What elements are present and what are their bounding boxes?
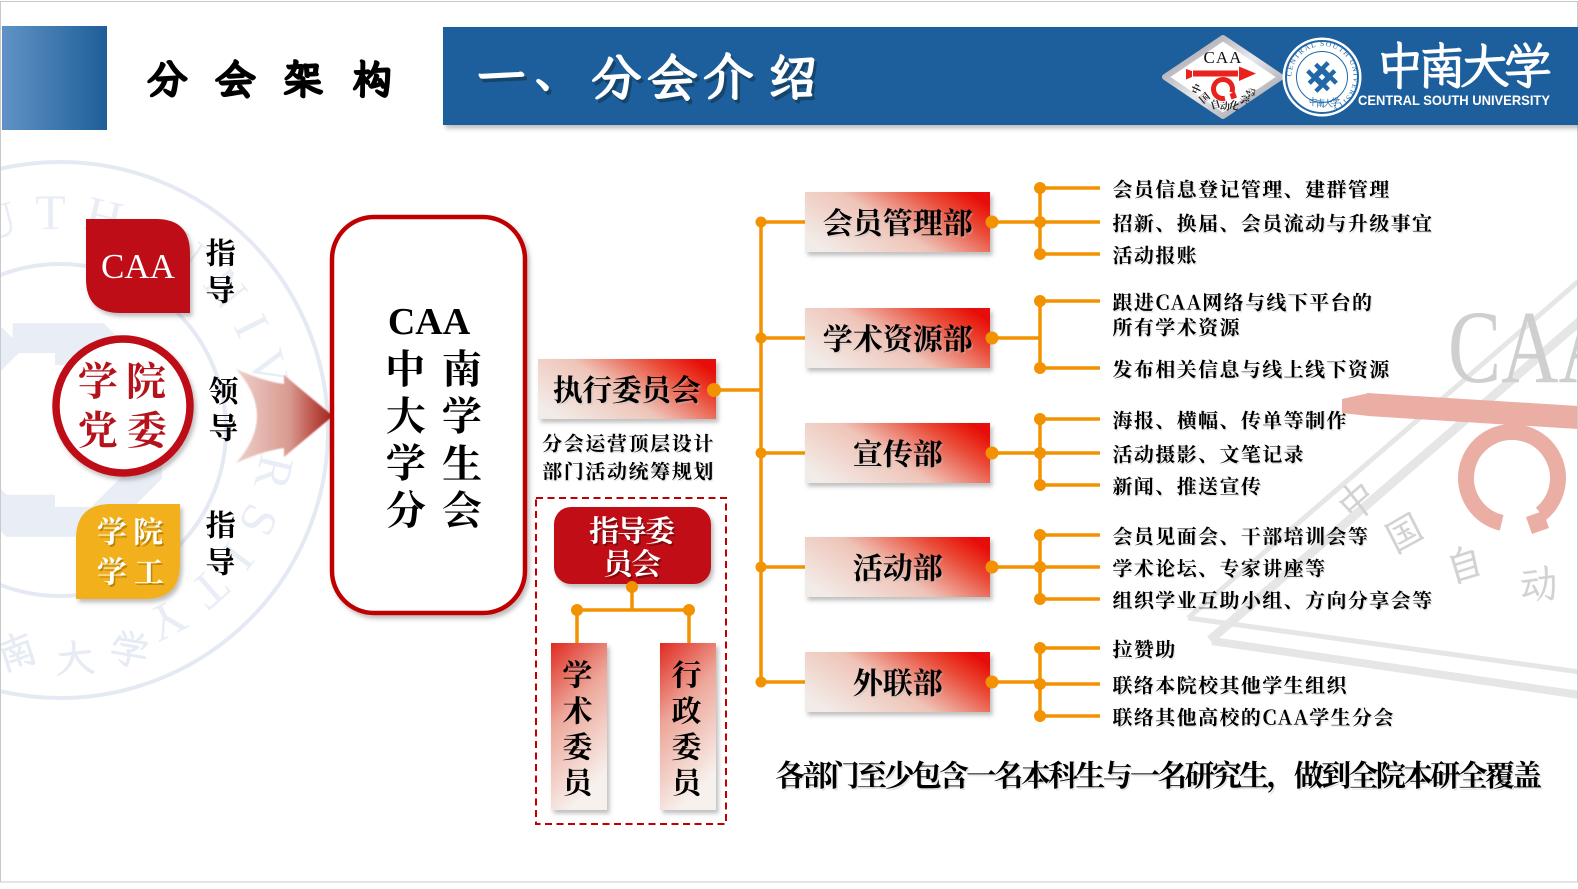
svg-text:CAA: CAA — [388, 301, 471, 343]
svg-text:CENTRAL SOUTH UNIVERSITY: CENTRAL SOUTH UNIVERSITY — [1358, 92, 1551, 108]
svg-text:CAA: CAA — [1448, 290, 1578, 405]
svg-text:CAA: CAA — [101, 247, 176, 286]
svg-text:CAA: CAA — [1204, 48, 1243, 67]
